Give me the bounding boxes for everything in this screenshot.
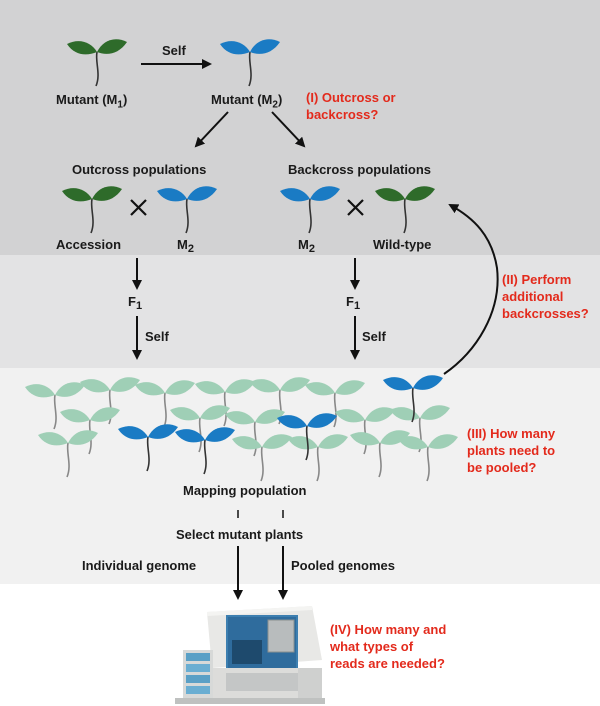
backcross-arrow	[271, 111, 306, 148]
mutant-seedling-field-3	[174, 426, 236, 475]
m2-outcross-seedling	[156, 185, 218, 234]
pooled-genomes-label: Pooled genomes	[291, 558, 396, 573]
cross-symbol-left	[130, 199, 147, 216]
outcross-populations-label: Outcross populations	[72, 162, 207, 177]
m2-outcross-label: M2	[177, 237, 194, 255]
mapping-population-field	[24, 376, 459, 482]
outcross-arrow	[194, 111, 229, 148]
mutant-m1-seedling	[66, 38, 128, 87]
individual-genome-label: Individual genome	[82, 558, 197, 573]
mutant-seedling-field-2	[117, 423, 179, 472]
cross-symbol-right	[347, 199, 364, 216]
band-f1-generation	[0, 255, 600, 368]
select-mutant-plants-label: Select mutant plants	[176, 527, 304, 542]
f1-outcross-label: F1	[128, 294, 143, 312]
mapping-population-label: Mapping population	[183, 483, 307, 498]
accession-label: Accession	[56, 237, 122, 252]
band-mapping-population	[0, 368, 600, 584]
backcross-populations-label: Backcross populations	[288, 162, 432, 177]
accession-seedling	[61, 185, 123, 234]
f1-backcross-label: F1	[346, 294, 361, 312]
repeat-backcross-curved-arrow	[443, 204, 499, 375]
wildtype-seedling	[374, 185, 436, 234]
band-mutagenesis	[0, 0, 600, 255]
self-label-left: Self	[145, 329, 169, 344]
mutant-m1-label: Mutant (M1)	[56, 92, 128, 111]
m2-backcross-label: M2	[298, 237, 315, 255]
sequencer-illustration	[175, 606, 325, 704]
mutant-m2-seedling	[219, 38, 281, 87]
mutant-m2-label: Mutant (M2)	[211, 92, 283, 111]
self-label-right: Self	[362, 329, 386, 344]
self-label-top: Self	[162, 43, 186, 58]
m2-backcross-seedling	[279, 185, 341, 234]
wildtype-label: Wild-type	[373, 237, 432, 252]
